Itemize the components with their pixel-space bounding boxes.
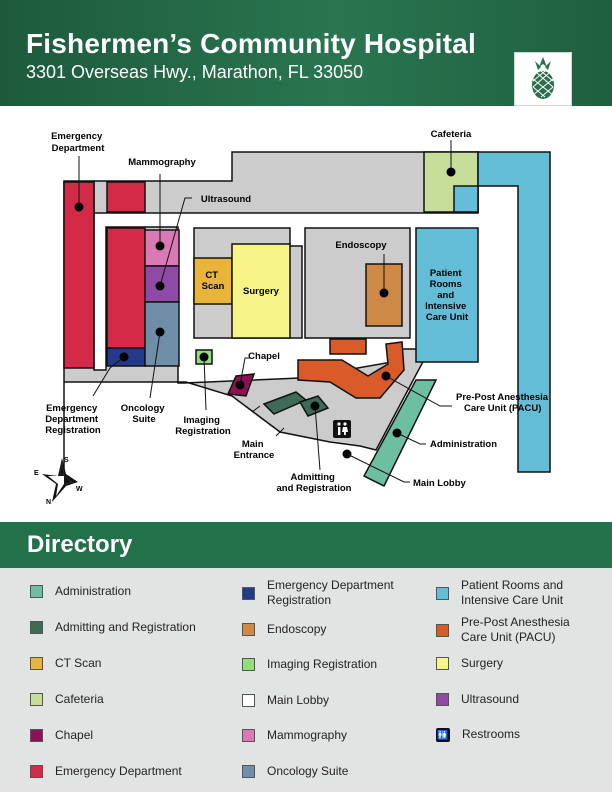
hospital-address: 3301 Overseas Hwy., Marathon, FL 33050 [26,62,364,82]
legend-swatch [242,694,255,707]
legend-label: Administration [55,584,132,598]
label-patient-rooms: Patient Rooms and Intensive Care Unit [425,268,469,323]
label-chapel: Chapel [248,351,280,362]
surgery-zone[interactable] [231,243,291,339]
legend-swatch [436,623,449,637]
legend-swatch [436,657,449,670]
label-imaging-registration: Imaging Registration [175,415,231,437]
label-oncology: Oncology Suite [121,403,167,425]
floor-plan: Emergency Department Mammography Cafeter… [34,129,551,506]
legend-label: Imaging Registration [267,657,378,671]
legend-swatch [30,657,43,670]
restroom-icon: 🚻 [436,727,450,742]
legend-item-surgery[interactable]: Surgery [436,656,503,671]
legend-label: Surgery [461,656,504,670]
emergency-zone-upper[interactable] [106,181,146,213]
compass-west: W [76,486,83,493]
patient-rooms-wing[interactable] [477,151,551,473]
legend-item-administration[interactable]: Administration [30,584,131,599]
label-admitting: Admitting and Registration [277,472,352,494]
legend-item-patient-rooms[interactable]: Patient Rooms and Intensive Care Unit [436,578,563,608]
legend-item-admitting[interactable]: Admitting and Registration [30,620,196,635]
legend-swatch [242,765,255,778]
legend-swatch [30,765,43,778]
label-er-registration: Emergency Department Registration [45,403,101,436]
legend-label: CT Scan [55,656,102,670]
label-surgery: Surgery [243,286,280,297]
compass-north: N [46,499,51,506]
pineapple-icon [532,57,554,99]
legend-label: Pre-Post Anesthesia Care Unit (PACU) [461,615,570,644]
hospital-header: Fishermen’s Community Hospital 3301 Over… [0,0,612,106]
legend-swatch [242,623,255,636]
legend-item-er-registration[interactable]: Emergency Department Registration [242,578,394,608]
label-main-entrance: Main Entrance [234,439,275,461]
legend-swatch [30,585,43,598]
legend-swatch [436,586,449,600]
emergency-zone-inner[interactable] [106,227,146,349]
compass-rose-icon: S E W N [34,457,83,506]
label-main-lobby: Main Lobby [413,478,466,489]
label-ct-scan: CT Scan [202,270,225,292]
legend-label: Chapel [55,728,94,742]
pacu-zone[interactable] [297,341,405,399]
legend-item-imaging-registration[interactable]: Imaging Registration [242,657,377,672]
legend-label: Mammography [267,728,348,742]
legend-label: Admitting and Registration [55,620,196,634]
directory-title: Directory [27,531,133,558]
legend-label: Emergency Department [55,764,182,778]
legend-swatch [242,729,255,742]
legend-label: Patient Rooms and Intensive Care Unit [461,578,564,607]
legend-item-ultrasound[interactable]: Ultrasound [436,692,519,707]
directory-legend: Administration Admitting and Registratio… [0,568,612,792]
legend-label: Restrooms [462,727,521,741]
legend-label: Main Lobby [267,693,330,707]
legend-swatch [30,621,43,634]
legend-item-oncology[interactable]: Oncology Suite [242,764,348,779]
legend-swatch [436,693,449,706]
emergency-zone[interactable] [63,181,95,369]
label-ultrasound: Ultrasound [201,194,251,205]
legend-item-endoscopy[interactable]: Endoscopy [242,622,326,637]
legend-label: Ultrasound [461,692,520,706]
legend-item-ct-scan[interactable]: CT Scan [30,656,101,671]
restroom-icon [333,420,351,438]
pacu-small-zone[interactable] [329,338,367,355]
legend-item-restrooms[interactable]: 🚻 Restrooms [436,727,520,742]
label-cafeteria: Cafeteria [431,129,472,140]
entrance-marks [251,405,285,437]
legend-label: Endoscopy [267,622,327,636]
legend-item-cafeteria[interactable]: Cafeteria [30,692,104,707]
legend-swatch [242,586,255,600]
patient-rooms-connector[interactable] [453,185,479,213]
leader-lines [78,140,452,483]
legend-item-main-lobby[interactable]: Main Lobby [242,693,329,708]
legend-item-chapel[interactable]: Chapel [30,728,93,743]
legend-label: Oncology Suite [267,764,349,778]
compass-south: S [64,457,69,464]
directory-header: Directory [0,522,612,568]
compass-east: E [34,470,39,477]
floor-map: Emergency Department Mammography Cafeter… [0,106,612,522]
legend-item-emergency[interactable]: Emergency Department [30,764,182,779]
hospital-name: Fishermen’s Community Hospital [26,28,476,59]
label-emergency: Emergency Department [51,131,105,154]
hospital-logo [514,52,572,106]
legend-swatch [242,658,255,671]
legend-item-mammography[interactable]: Mammography [242,728,347,743]
legend-swatch [30,729,43,742]
label-pacu: Pre-Post Anesthesia Care Unit (PACU) [456,392,551,414]
legend-label: Emergency Department Registration [267,578,394,607]
label-endoscopy: Endoscopy [335,240,387,251]
patient-rooms-icu-zone[interactable] [415,227,479,363]
label-mammography: Mammography [128,157,196,168]
legend-swatch [30,693,43,706]
legend-item-pacu[interactable]: Pre-Post Anesthesia Care Unit (PACU) [436,615,570,645]
legend-label: Cafeteria [55,692,104,706]
label-administration: Administration [430,439,497,450]
